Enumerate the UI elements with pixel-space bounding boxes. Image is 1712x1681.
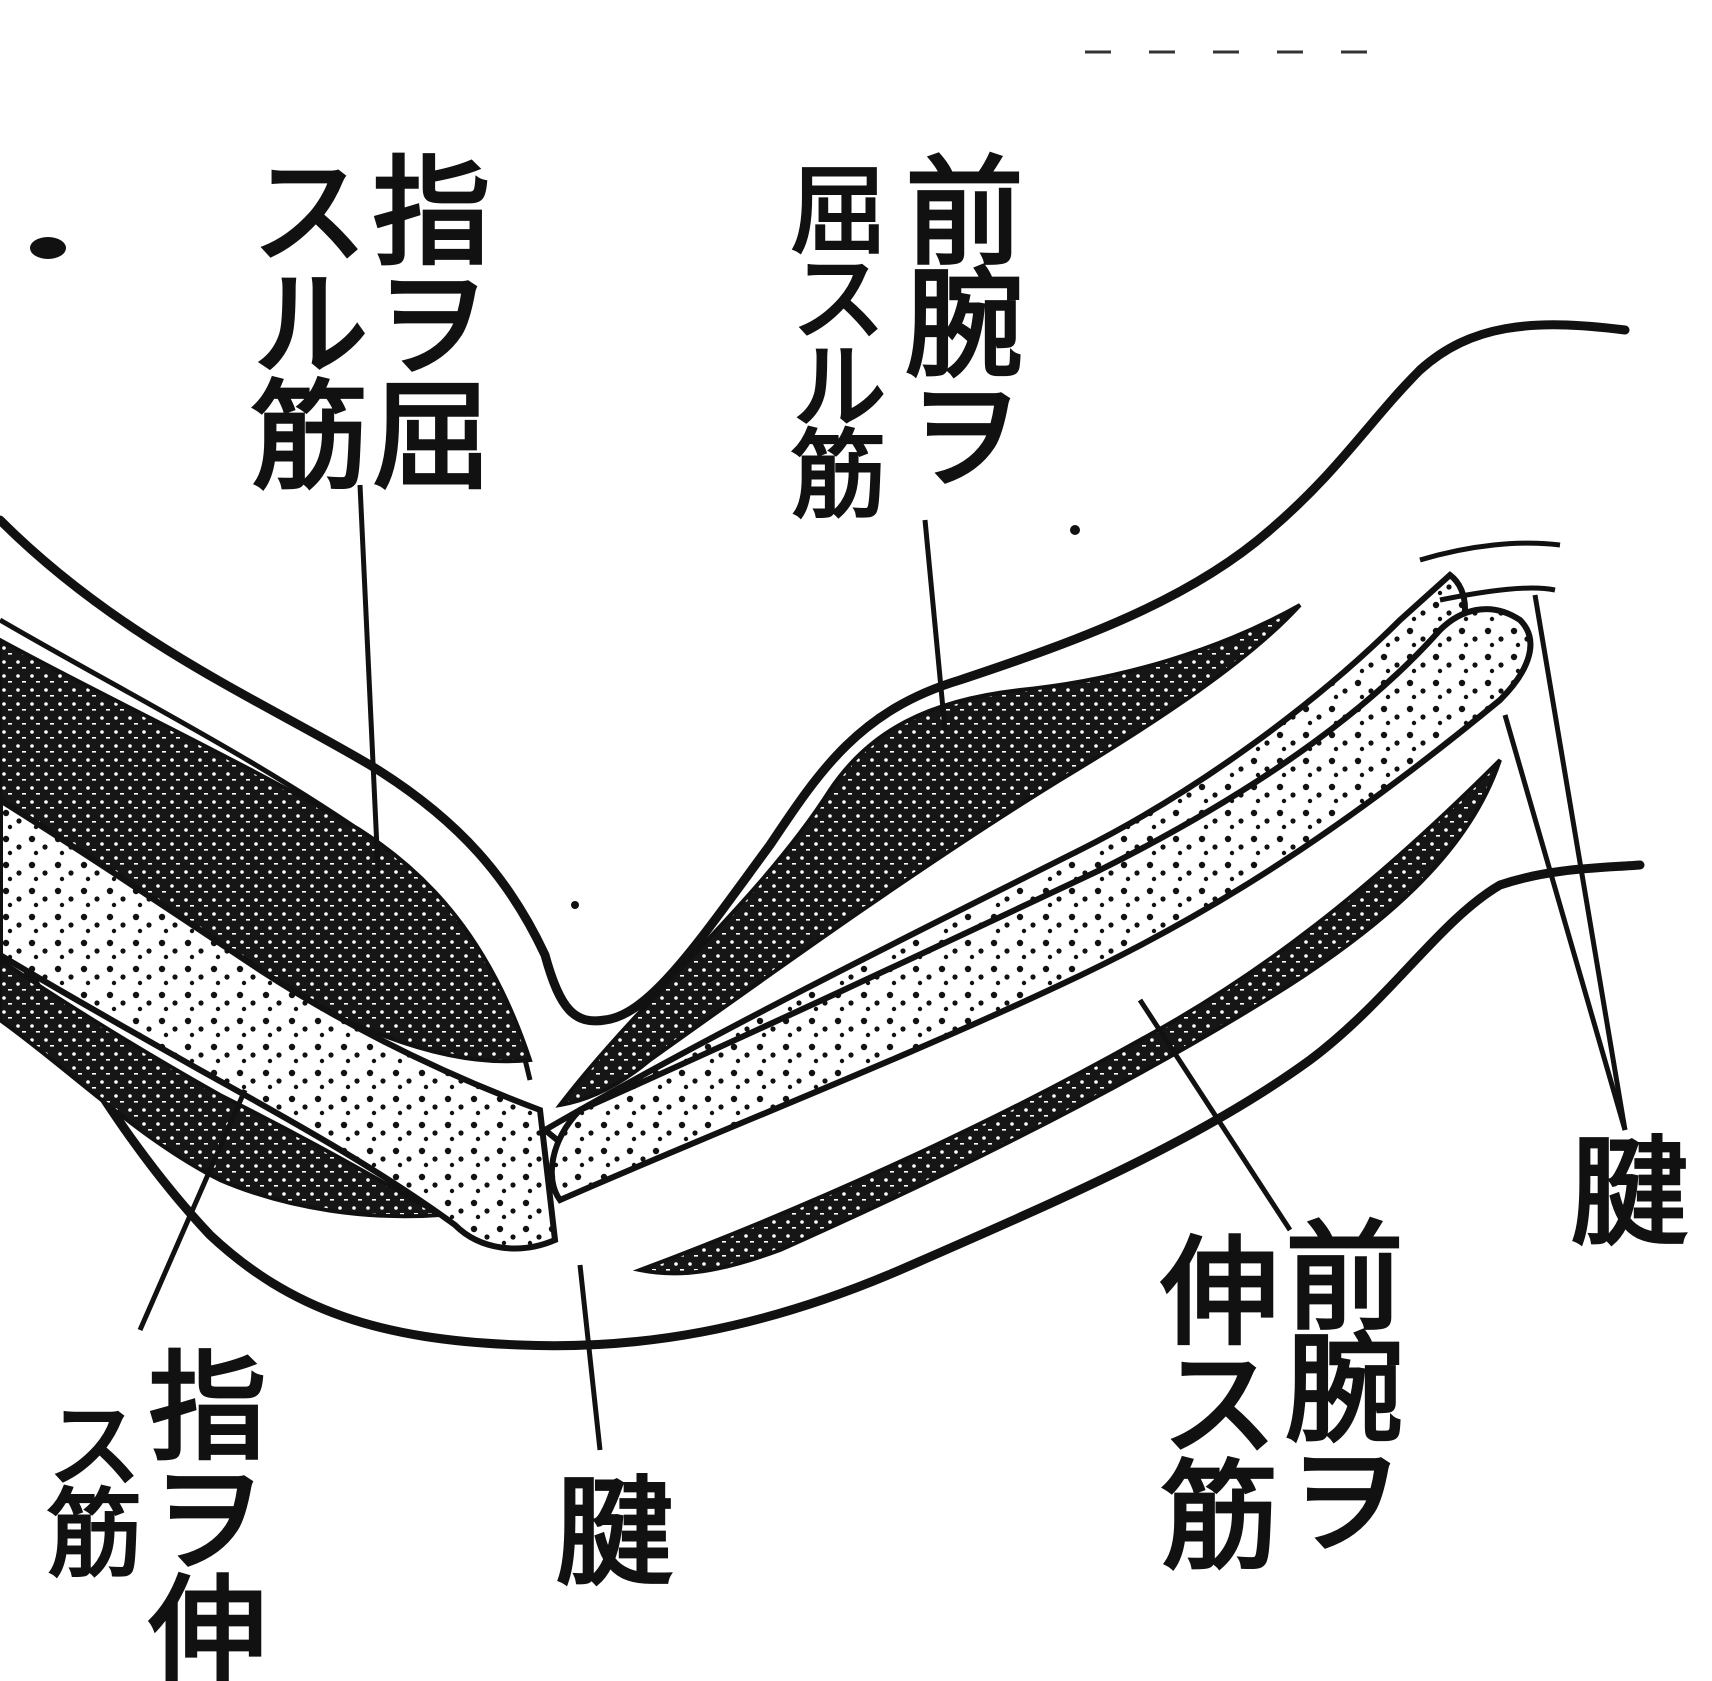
leader-forearm-flexor <box>925 520 945 730</box>
print-dot <box>1070 525 1080 535</box>
leader-forearm-extensor <box>1140 1000 1290 1230</box>
label-finger-extensor-col1: 指ヲ伸 <box>138 1345 256 1681</box>
label-finger-flexor-col2: スル筋 <box>240 150 358 486</box>
label-finger-flexor-col1: 指ヲ屈 <box>362 150 480 486</box>
label-tendon-right: 腱 <box>1560 1130 1678 1242</box>
leader-finger-flexor <box>360 485 378 870</box>
label-forearm-extensor-col1: 前腕ヲ <box>1275 1215 1393 1551</box>
label-finger-extensor-col2: ス筋 <box>38 1395 134 1571</box>
label-tendon-bottom: 腱 <box>545 1470 663 1582</box>
label-forearm-extensor-col2: 伸ス筋 <box>1150 1230 1268 1566</box>
leader-tendon-bottom <box>580 1265 600 1450</box>
print-blot <box>30 237 66 259</box>
label-forearm-flexor-col1: 前腕ヲ <box>895 150 1013 486</box>
label-forearm-flexor-col2: 屈スル筋 <box>782 160 878 512</box>
print-dot <box>571 901 579 909</box>
